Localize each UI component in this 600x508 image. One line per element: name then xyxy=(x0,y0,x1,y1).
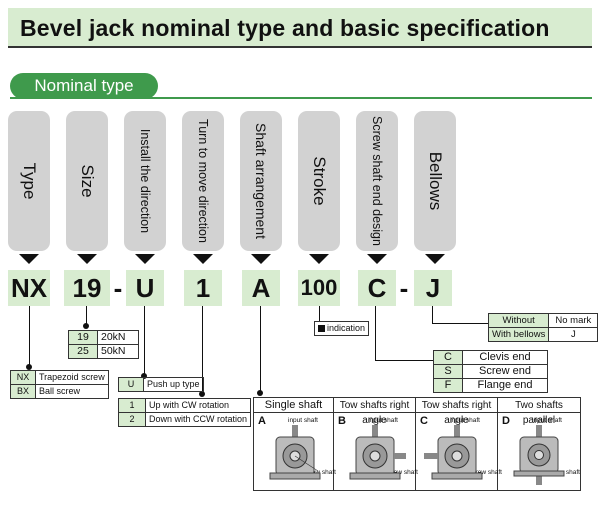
arrow-down-icon xyxy=(193,254,213,264)
code-separator: - xyxy=(399,273,409,303)
connector-line xyxy=(144,306,145,376)
arrow-down-icon xyxy=(77,254,97,264)
arrow-down-icon xyxy=(251,254,271,264)
category-pill-install-direction: Install the direction xyxy=(124,111,166,251)
code-install-direction: U xyxy=(126,270,164,306)
square-icon xyxy=(318,325,325,333)
connector-line xyxy=(260,306,261,394)
category-pill-turn-direction: Turn to move direction xyxy=(182,111,224,251)
category-label: Type xyxy=(20,162,39,200)
connector-line xyxy=(432,306,433,324)
category-label: Shaft arrangement xyxy=(253,123,269,239)
connector-dot xyxy=(141,373,147,379)
arrow-down-icon xyxy=(367,254,387,264)
category-label: Bellows xyxy=(426,151,445,211)
shaft-header: Tow shafts right angle xyxy=(334,398,416,426)
shaft-arrangement-table: Single shaft Tow shafts right angle Tow … xyxy=(253,397,581,491)
shaft-cell-b: B input shaft Screw shaft xyxy=(334,413,418,490)
code-shaft-arrangement: A xyxy=(242,270,280,306)
category-pill-bellows: Bellows xyxy=(414,111,456,251)
category-label: Size xyxy=(78,164,97,198)
connector-line xyxy=(29,306,30,368)
connector-dot xyxy=(257,390,263,396)
section-tag-nominal-type: Nominal type xyxy=(10,73,158,99)
code-turn-direction: 1 xyxy=(184,270,222,306)
stroke-indication: indication xyxy=(314,321,370,336)
shaft-cell-c: C input shaft Screw shaft xyxy=(416,413,502,490)
connector-dot xyxy=(26,364,32,370)
connector-line xyxy=(375,306,376,360)
page-title: Bevel jack nominal type and basic specif… xyxy=(20,15,550,41)
connector-line xyxy=(86,306,87,328)
code-separator: - xyxy=(113,273,123,303)
connector-line xyxy=(202,306,203,396)
shaft-header: Tow shafts right angle xyxy=(416,398,498,426)
category-pill-stroke: Stroke xyxy=(298,111,340,251)
connector-line xyxy=(375,360,433,361)
connector-dot xyxy=(199,391,205,397)
arrow-down-icon xyxy=(135,254,155,264)
jack-diagram-icon xyxy=(513,425,565,485)
category-label: Turn to move direction xyxy=(196,119,210,243)
connector-dot xyxy=(83,323,89,329)
jack-diagram-icon xyxy=(269,425,321,480)
code-type: NX xyxy=(8,270,50,306)
category-pill-shaft-arrangement: Shaft arrangement xyxy=(240,111,282,251)
category-label: Screw shaft end design xyxy=(370,116,384,246)
shaft-header: Two shafts parallel xyxy=(498,398,580,426)
jack-diagram-icon xyxy=(424,425,483,480)
category-label: Install the direction xyxy=(138,128,152,234)
shaft-cell-d: D input shaft Screw shaft xyxy=(498,413,580,490)
code-size: 19 xyxy=(64,270,110,306)
section-rule xyxy=(10,97,592,99)
code-screw-end: C xyxy=(358,270,396,306)
jack-diagram-icon xyxy=(349,425,406,480)
arrow-down-icon xyxy=(309,254,329,264)
category-pill-type: Type xyxy=(8,111,50,251)
category-pill-screw-end: Screw shaft end design xyxy=(356,111,398,251)
code-stroke: 100 xyxy=(298,270,340,306)
shaft-header: Single shaft xyxy=(254,398,334,413)
shaft-cell-a: A input shaft Screw shaft xyxy=(254,413,336,490)
title-bar xyxy=(8,8,592,48)
code-bellows: J xyxy=(414,270,452,306)
category-pill-size: Size xyxy=(66,111,108,251)
arrow-down-icon xyxy=(425,254,445,264)
arrow-down-icon xyxy=(19,254,39,264)
connector-line xyxy=(319,306,320,321)
category-label: Stroke xyxy=(310,156,329,206)
connector-line xyxy=(432,323,488,324)
